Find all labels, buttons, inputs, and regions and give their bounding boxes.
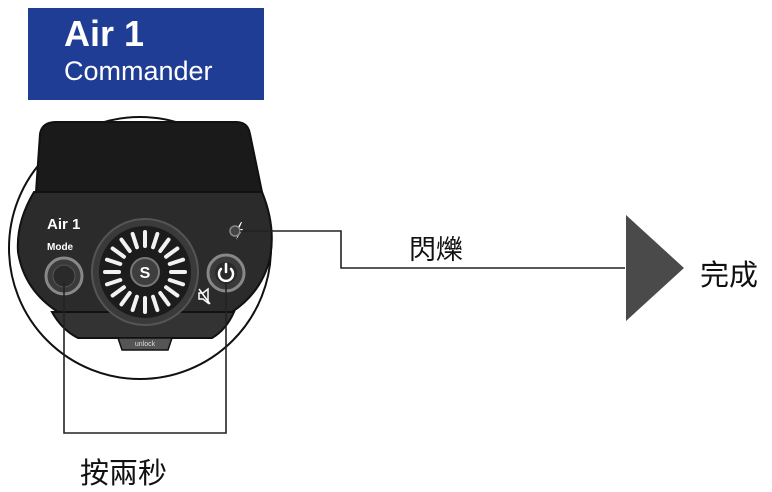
product-title: Air 1 (64, 13, 145, 54)
dial-ticks (103, 230, 187, 314)
dial-tick (164, 246, 180, 259)
press-two-seconds-label: 按兩秒 (80, 456, 168, 490)
unlock-tab[interactable] (116, 337, 174, 351)
product-subtitle: Commander (64, 56, 213, 86)
mute-speaker-icon (198, 287, 211, 305)
dial-tick (164, 285, 180, 298)
dial-tick (158, 237, 171, 253)
dial-tick (104, 278, 123, 287)
arrow-right-icon (626, 215, 684, 321)
unlock-label: unlock (135, 341, 156, 348)
flash-indicator-led (229, 225, 241, 237)
dial-center-label: S (140, 265, 151, 282)
dial-tick (167, 257, 186, 266)
power-icon (217, 262, 235, 283)
dial-tick (104, 257, 123, 266)
device-diagram: unlock Air 1 Mode S (8, 116, 684, 434)
mode-label: Mode (47, 242, 74, 253)
dial-tick (130, 294, 139, 313)
dial-tick (119, 291, 132, 307)
dial-tick (151, 294, 160, 313)
device-brand-label: Air 1 (47, 216, 80, 233)
dial-tick (130, 231, 139, 250)
dial-tick (167, 278, 186, 287)
flash-connector-line (240, 230, 625, 269)
dial-tick (119, 237, 132, 253)
done-label: 完成 (700, 258, 759, 292)
control-dial[interactable]: S (91, 218, 199, 326)
dial-tick (110, 285, 126, 298)
flash-label: 閃爍 (409, 235, 463, 266)
dial-tick (158, 291, 171, 307)
dial-tick (151, 231, 160, 250)
device-screen (34, 121, 264, 193)
product-badge: Air 1 Commander (28, 8, 264, 100)
dial-tick (110, 246, 126, 259)
press-bracket-line (63, 282, 227, 434)
